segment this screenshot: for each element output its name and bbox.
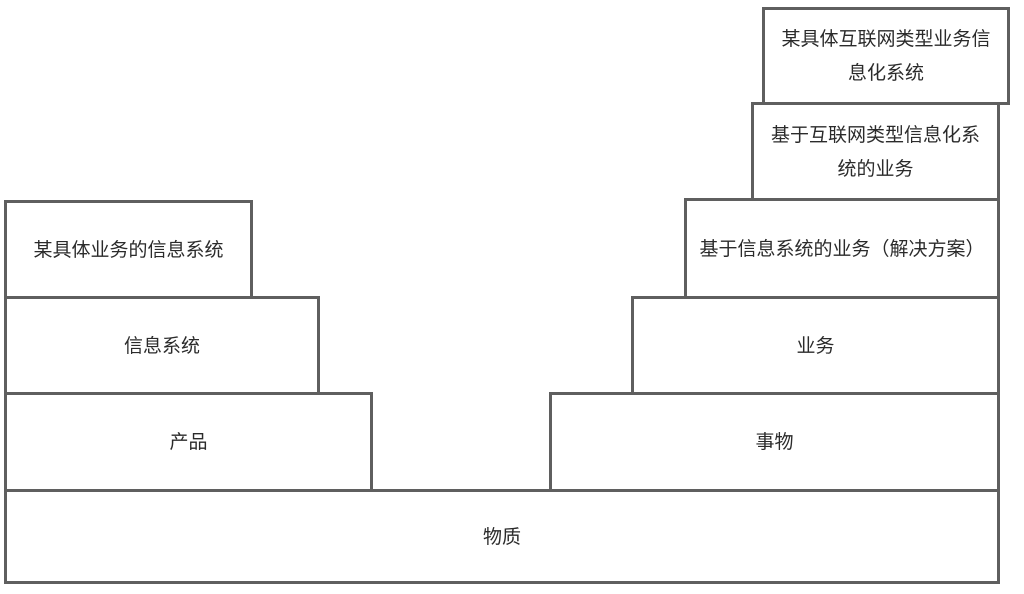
block-information-system-based-business: 基于信息系统的业务（解决方案） [684,198,1000,299]
block-business: 业务 [631,296,1000,395]
block-internet-information-system-based-business: 基于互联网类型信息化系统的业务 [751,102,1000,201]
block-label: 基于互联网类型信息化系统的业务 [770,123,980,180]
block-label: 基于信息系统的业务（解决方案） [699,237,985,260]
block-product: 产品 [4,392,373,492]
block-information-system: 信息系统 [4,296,320,395]
block-specific-internet-business-information-system: 某具体互联网类型业务信息化系统 [762,7,1010,105]
block-label: 事物 [755,431,794,453]
block-label: 某具体业务的信息系统 [33,238,224,261]
block-label: 业务 [796,334,835,357]
block-label: 物质 [482,525,521,548]
block-matter: 物质 [4,489,1000,584]
block-label: 产品 [169,431,208,453]
block-label: 信息系统 [123,334,200,357]
block-specific-business-information-system: 某具体业务的信息系统 [4,200,253,299]
block-label: 某具体互联网类型业务信息化系统 [781,28,991,84]
block-things: 事物 [549,392,1000,492]
